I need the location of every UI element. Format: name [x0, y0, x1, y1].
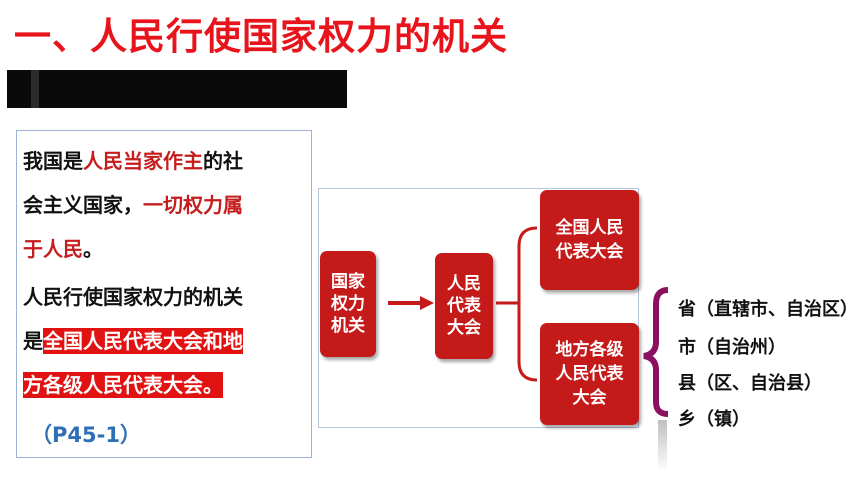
state-power-organ-box: 国家权力机关	[320, 251, 376, 357]
level-county: 县（区、自治县）	[678, 373, 822, 394]
text-segment: 一切权力属	[143, 193, 243, 217]
page-reference: （P45-1）	[31, 423, 141, 447]
right-brace	[643, 287, 669, 417]
bar-notch	[31, 70, 39, 108]
redacted-bar	[7, 70, 347, 108]
local-congress-box: 地方各级人民代表大会	[540, 323, 639, 425]
page-title: 一、人民行使国家权力的机关	[14, 15, 508, 58]
box4-line: 大会	[572, 388, 607, 408]
text-line-5: 是全国人民代表大会和地	[23, 323, 243, 359]
box1-line: 权力	[331, 294, 365, 314]
box2-line: 人民	[447, 274, 481, 294]
text-segment: 的社	[203, 149, 243, 173]
text-line-6: 方各级人民代表大会。	[23, 367, 223, 403]
box3-line: 全国人民	[555, 218, 624, 238]
decorative-fade	[658, 420, 667, 472]
level-province: 省（直辖市、自治区）	[678, 299, 858, 320]
level-township: 乡（镇）	[678, 409, 750, 430]
box4-line: 地方各级	[555, 340, 624, 360]
text-line-4: 人民行使国家权力的机关	[23, 279, 243, 315]
text-segment: 全国人民代表大会和地	[43, 328, 243, 354]
text-line-3: 于人民。	[23, 231, 103, 267]
box4-line: 人民代表	[555, 364, 624, 384]
text-segment: 人民当家作主	[83, 149, 203, 173]
bracket	[517, 226, 538, 382]
text-segment: 。	[83, 237, 103, 261]
text-segment: 我国是	[23, 149, 83, 173]
peoples-congress-box: 人民代表大会	[435, 253, 493, 359]
text-segment: 会主义国家，	[23, 193, 143, 217]
box2-line: 代表	[447, 296, 481, 316]
box2-line: 大会	[447, 318, 481, 338]
box3-line: 代表大会	[555, 242, 624, 262]
npc-box: 全国人民代表大会	[540, 190, 639, 290]
text-line-2: 会主义国家，一切权力属	[23, 187, 243, 223]
text-segment: 于人民	[23, 237, 83, 261]
text-segment: 是	[23, 329, 43, 353]
arrow-head	[420, 296, 434, 310]
text-segment: 人民行使国家权力的机关	[23, 285, 243, 309]
text-box: 我国是人民当家作主的社 会主义国家，一切权力属 于人民。 人民行使国家权力的机关…	[16, 130, 312, 458]
box1-line: 国家	[331, 272, 365, 292]
text-segment: 方各级人民代表大会。	[23, 372, 223, 398]
level-city: 市（自治州）	[678, 337, 786, 358]
box1-line: 机关	[331, 316, 365, 336]
text-line-1: 我国是人民当家作主的社	[23, 143, 243, 179]
